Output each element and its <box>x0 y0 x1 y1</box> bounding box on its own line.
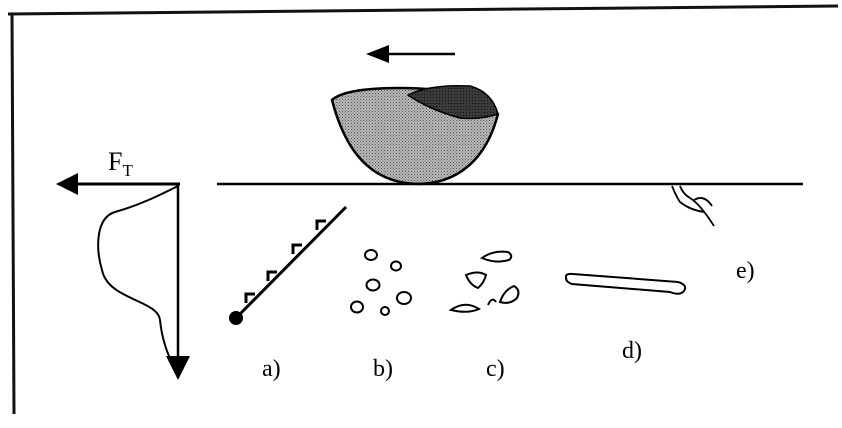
defect-e-surface-cracks <box>671 185 715 227</box>
label-c: c) <box>486 356 505 382</box>
label-b: b) <box>373 356 393 382</box>
slider-dark-cap <box>406 84 499 120</box>
slider-body <box>330 84 500 186</box>
tangential-force-arrow <box>56 173 180 195</box>
motion-direction-arrow <box>366 45 455 63</box>
defect-c-inclusions <box>448 250 520 313</box>
label-d: d) <box>622 338 642 364</box>
label-e: e) <box>736 258 755 284</box>
defect-b-voids <box>350 249 412 316</box>
defect-d-elongated-crack <box>564 272 687 295</box>
stress-distribution-curve <box>97 185 179 363</box>
defect-a-dislocations <box>229 205 348 325</box>
label-a: a) <box>262 356 281 382</box>
force-label: FT <box>108 147 133 180</box>
